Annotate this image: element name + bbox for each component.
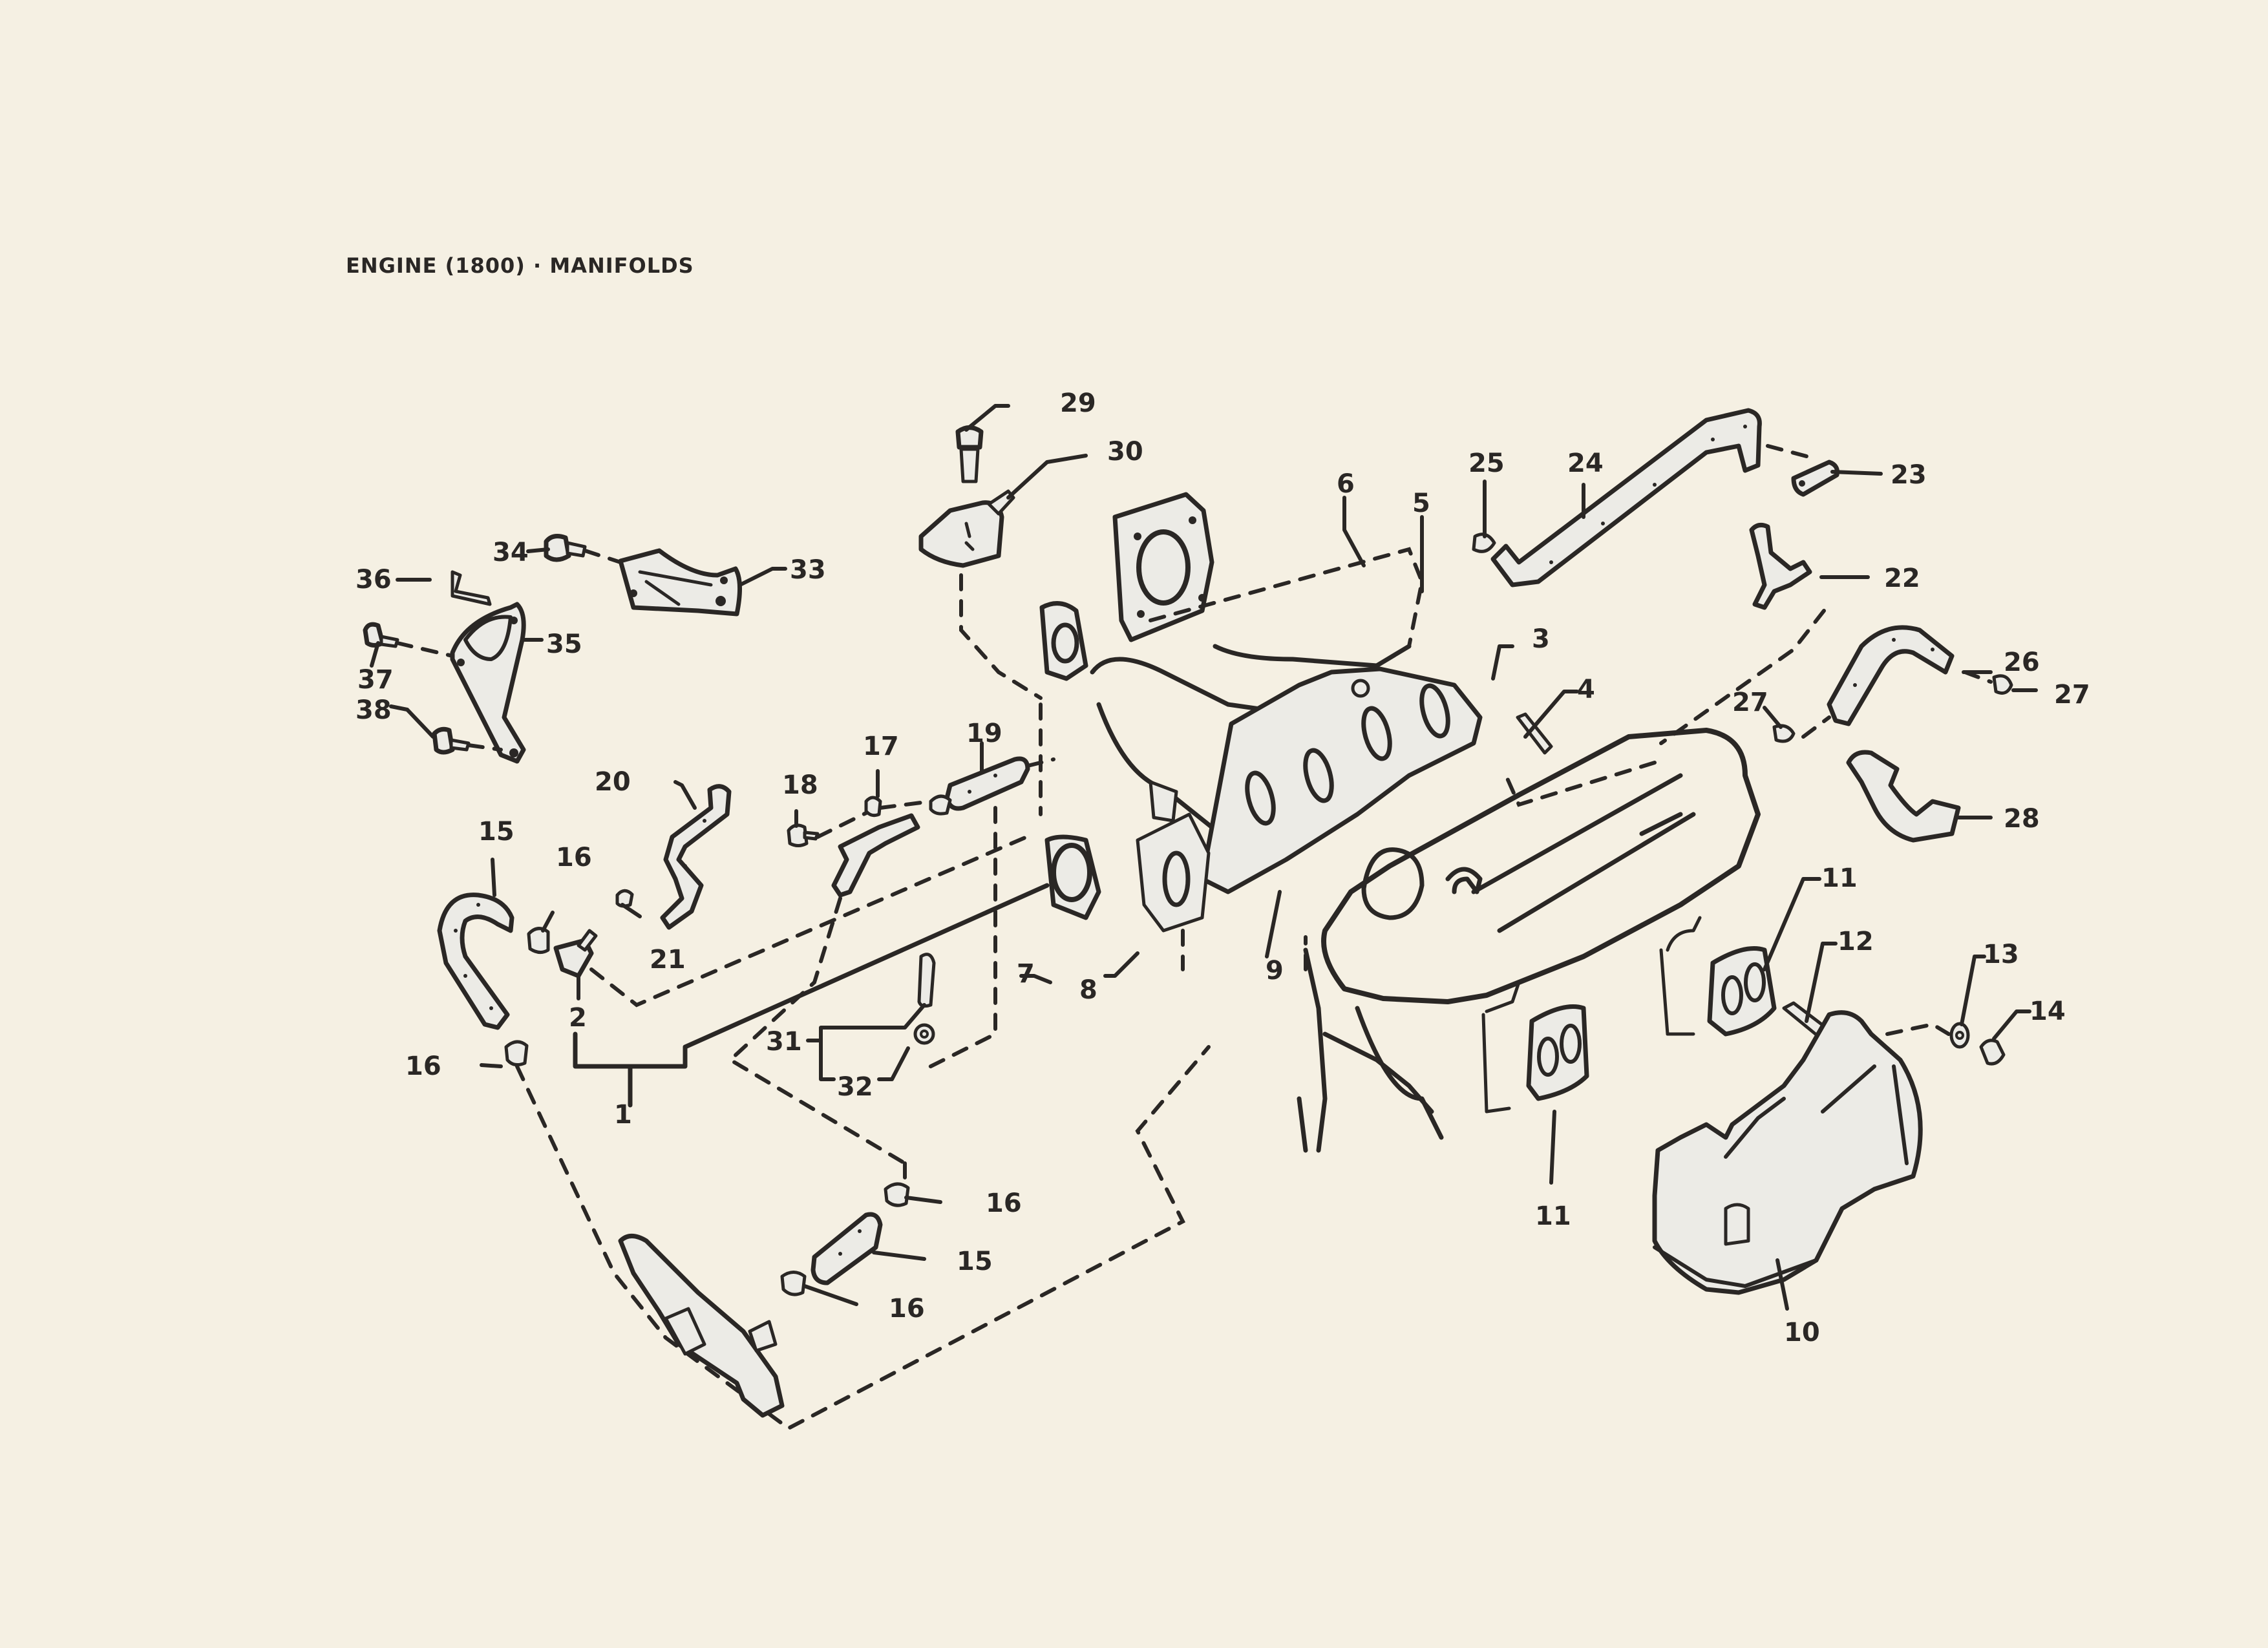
callout-35: 35 — [546, 629, 582, 659]
sensor-31 — [917, 953, 936, 1008]
callout-13: 13 — [1983, 940, 2019, 969]
pipe-22 — [1749, 522, 1812, 610]
callout-18: 18 — [782, 770, 818, 800]
intake-manifold — [1039, 492, 1483, 933]
callout-21: 21 — [650, 945, 686, 975]
clamp-16-c — [884, 1182, 910, 1207]
callout-7: 7 — [1017, 959, 1035, 989]
diagram-title: ENGINE (1800) · MANIFOLDS — [346, 253, 694, 278]
callout-33: 33 — [790, 555, 826, 585]
clamp-27-left — [1772, 724, 1796, 743]
callout-25: 25 — [1468, 449, 1505, 478]
joint-2 — [553, 929, 598, 978]
callout-20: 20 — [595, 767, 631, 797]
callouts: 1 2 3 4 5 6 7 8 9 10 11 11 12 13 14 15 1… — [355, 388, 2090, 1347]
callout-36: 36 — [355, 565, 392, 595]
callout-5: 5 — [1412, 489, 1430, 518]
washer-32 — [913, 1023, 935, 1045]
exhaust-manifold-10 — [1652, 1010, 1923, 1295]
hose-19 — [929, 756, 1030, 816]
callout-17: 17 — [863, 732, 899, 761]
clamp-16-b — [504, 1040, 529, 1067]
nut-14 — [1979, 1039, 2006, 1066]
washer-13 — [1949, 1022, 1970, 1049]
callout-24: 24 — [1567, 449, 1604, 478]
callout-10: 10 — [1784, 1318, 1820, 1347]
callout-14: 14 — [2030, 997, 2066, 1026]
callout-6: 6 — [1337, 469, 1355, 499]
callout-11-lower: 11 — [1535, 1201, 1571, 1231]
callout-37: 37 — [357, 665, 394, 695]
callout-16-a: 16 — [556, 843, 592, 872]
callout-8: 8 — [1079, 975, 1097, 1005]
callout-30: 30 — [1107, 437, 1143, 467]
bolt-18 — [787, 823, 820, 847]
callout-23: 23 — [1891, 460, 1927, 490]
callout-31: 31 — [766, 1027, 802, 1057]
callout-9: 9 — [1266, 956, 1284, 986]
callout-16-b: 16 — [405, 1051, 441, 1081]
hose-24 — [1490, 408, 1762, 587]
callout-22: 22 — [1884, 564, 1920, 593]
clamp-16-a — [527, 927, 550, 954]
callout-29: 29 — [1060, 388, 1096, 418]
callout-26: 26 — [2004, 648, 2040, 677]
leader-lines — [370, 404, 2038, 1311]
callout-19: 19 — [966, 719, 1002, 748]
bolt-37 — [363, 622, 399, 648]
callout-11-upper: 11 — [1821, 863, 1858, 893]
strap-28 — [1846, 750, 1961, 843]
bolt-34 — [544, 534, 587, 562]
clamp-16-d — [780, 1271, 807, 1296]
gasket-11-lower — [1481, 980, 1589, 1114]
callout-27-right: 27 — [2054, 680, 2090, 710]
callout-12: 12 — [1838, 927, 1874, 956]
callout-28: 28 — [2004, 804, 2040, 834]
callout-15-upper: 15 — [478, 817, 514, 847]
hose-15-lower — [811, 1212, 883, 1285]
screw-36 — [450, 570, 492, 606]
clip-23 — [1791, 460, 1839, 497]
callout-34: 34 — [493, 538, 529, 567]
callout-1: 1 — [614, 1100, 632, 1130]
callout-16-c: 16 — [986, 1188, 1022, 1218]
stud-4 — [1516, 712, 1553, 755]
callout-16-d: 16 — [889, 1294, 925, 1324]
callout-27-left: 27 — [1732, 688, 1768, 717]
clamp-21 — [615, 889, 634, 908]
bolt-29 — [955, 425, 984, 483]
engine-head — [1297, 728, 1761, 1153]
bolt-38 — [432, 726, 471, 755]
water-outlet — [618, 1234, 785, 1418]
bracket-30 — [918, 489, 1015, 568]
pipe-17 — [831, 796, 920, 898]
clamp-27-right — [1992, 674, 2013, 695]
clamp-25 — [1472, 533, 1496, 553]
bracket-33 — [618, 548, 743, 617]
callout-15-lower: 15 — [957, 1247, 993, 1276]
callout-38: 38 — [355, 695, 392, 725]
hose-20 — [660, 784, 732, 930]
gasket-11-upper — [1659, 916, 1777, 1037]
callout-4: 4 — [1577, 675, 1595, 704]
callout-32: 32 — [837, 1072, 873, 1102]
hose-26 — [1827, 625, 1955, 726]
hose-15-upper — [437, 893, 514, 1030]
bracket-35 — [450, 602, 526, 764]
callout-3: 3 — [1532, 624, 1550, 654]
callout-2: 2 — [569, 1003, 587, 1033]
